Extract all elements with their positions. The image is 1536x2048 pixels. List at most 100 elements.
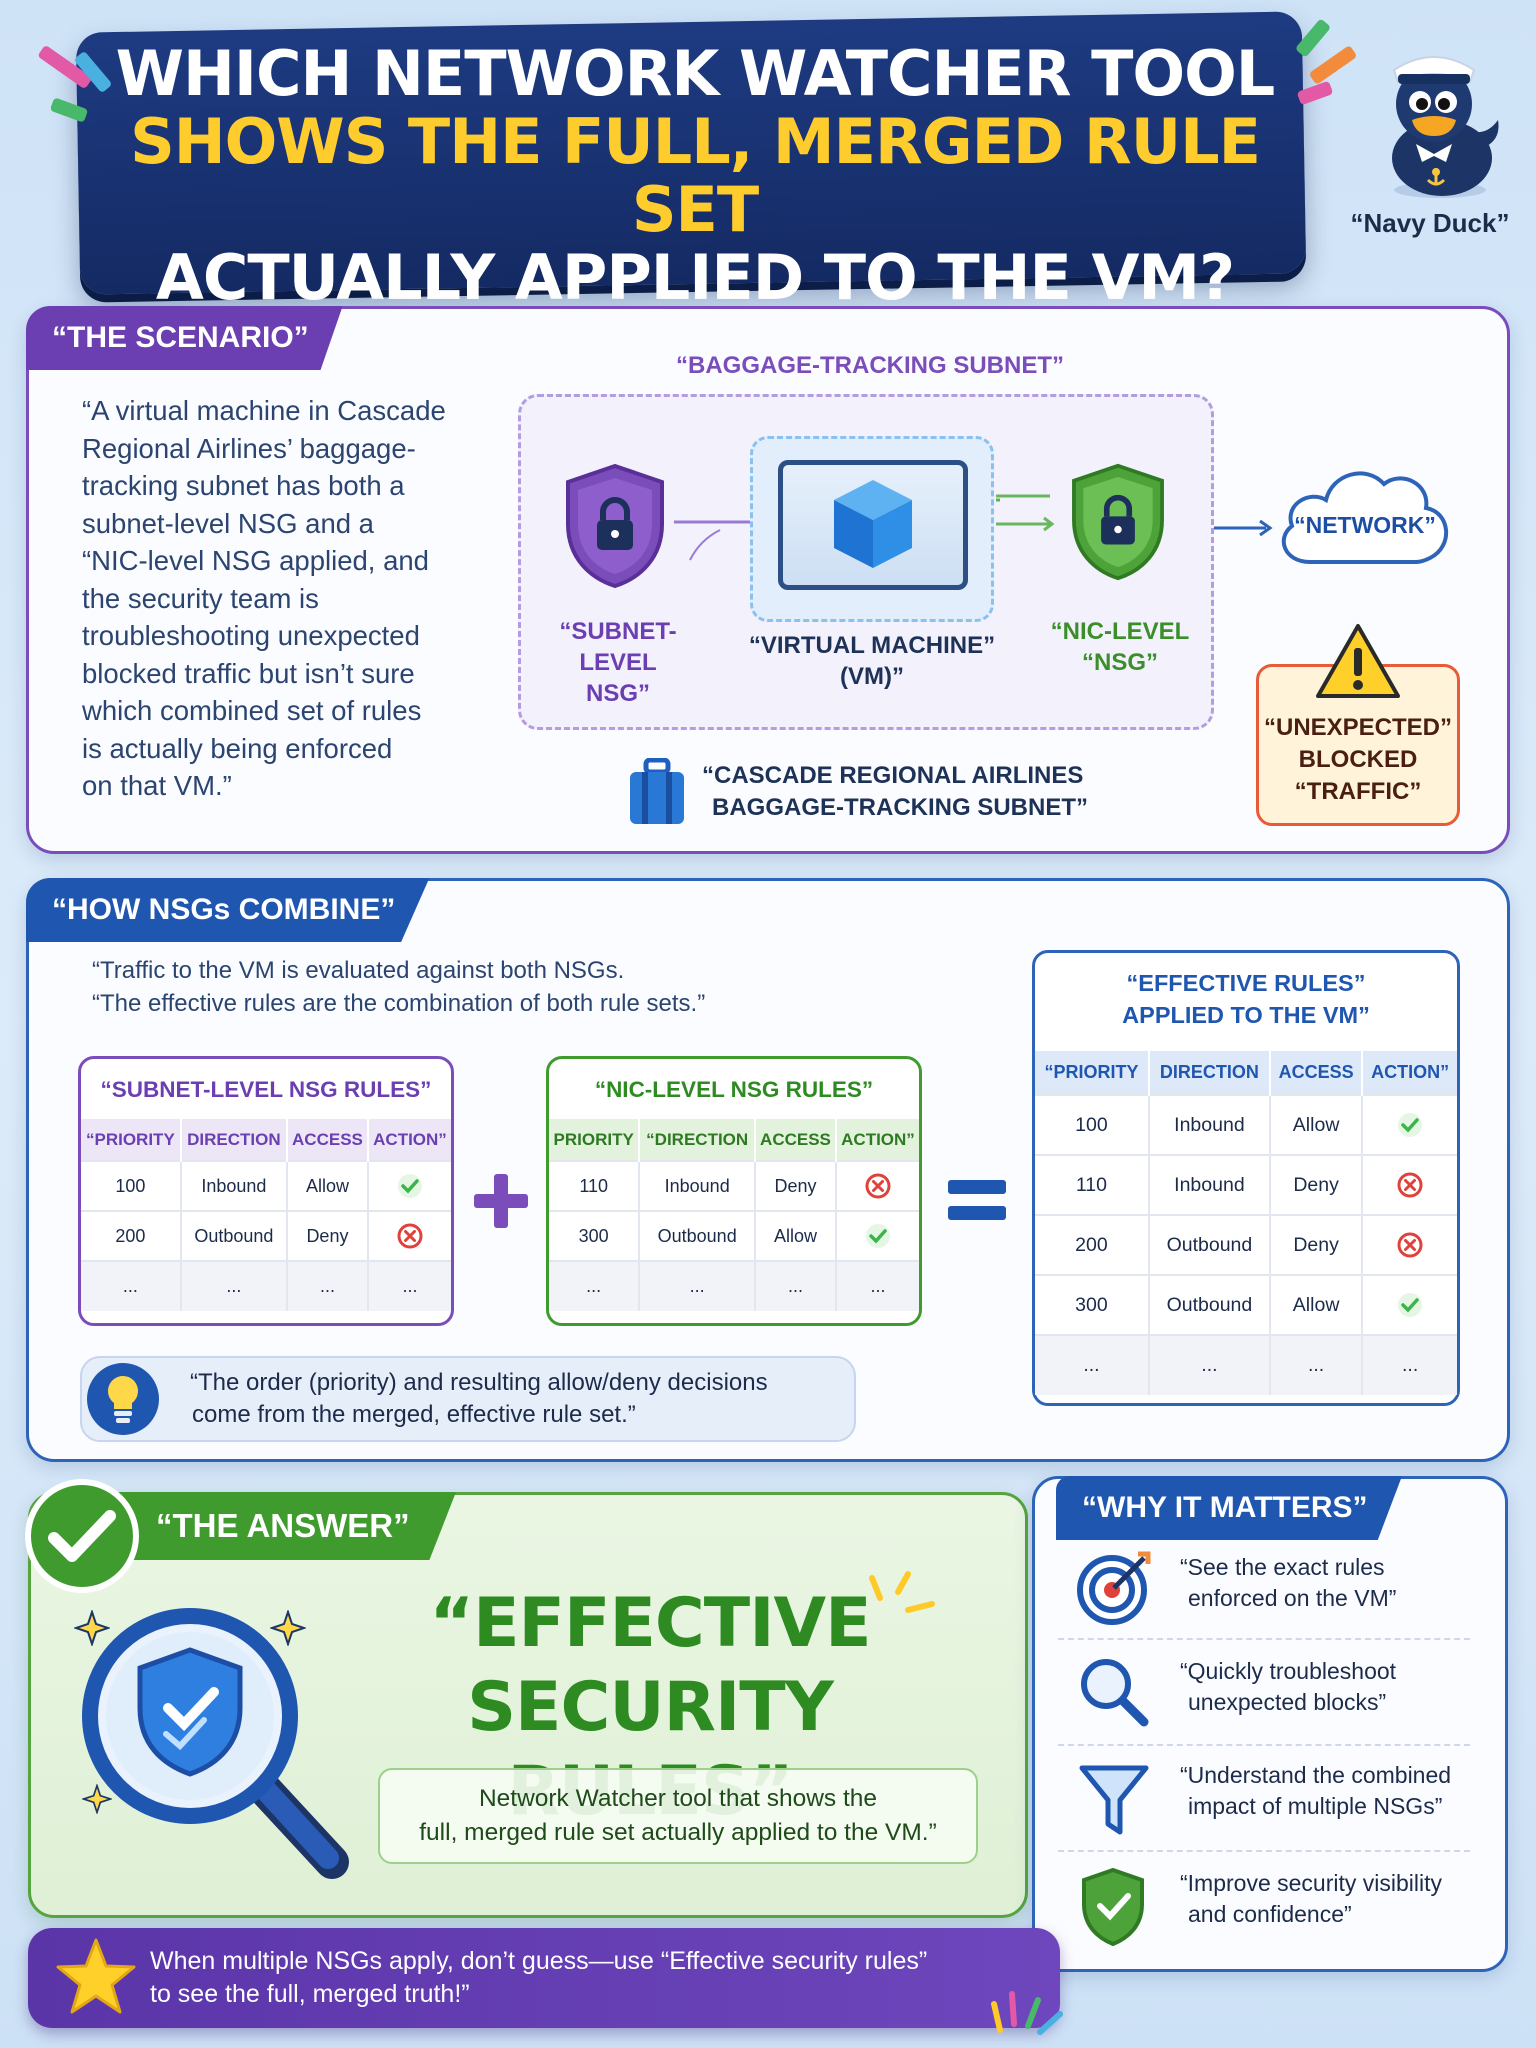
- confetti-icon: [1308, 44, 1358, 86]
- scenario-paragraph: “A virtual machine in Cascade Regional A…: [82, 392, 482, 805]
- star-icon: [56, 1938, 136, 2014]
- footer-text: When multiple NSGs apply, don’t guess—us…: [150, 1945, 1030, 2011]
- magnifier-shield-icon: [82, 1608, 349, 1879]
- access-cell: Deny: [286, 1210, 369, 1261]
- funnel-icon: [1079, 1765, 1149, 1835]
- subnet-nsg-label: “SUBNET-LEVEL NSG”: [528, 616, 708, 709]
- why-line: enforced on the VM”: [1188, 1585, 1397, 1611]
- col-header: ACCESS: [286, 1119, 369, 1161]
- label-line: BAGGAGE-TRACKING SUBNET”: [712, 794, 1088, 821]
- intro-line: “The effective rules are the combination…: [92, 990, 706, 1017]
- sparkle-icon: [74, 1610, 110, 1646]
- priority-cell: 300: [549, 1210, 641, 1261]
- label-line: BLOCKED: [1298, 746, 1418, 773]
- scenario-line: troubleshooting unexpected: [82, 620, 420, 651]
- priority-cell: 200: [81, 1210, 182, 1261]
- footer-line: to see the full, merged truth!”: [150, 1980, 470, 2008]
- arrow-to-network-icon: [1214, 519, 1273, 537]
- ellipsis-cell: ...: [1148, 1334, 1271, 1395]
- subnet-rules-card: “SUBNET-LEVEL NSG RULES” “PRIORITY DIREC…: [78, 1056, 454, 1326]
- scenario-tab: “THE SCENARIO”: [26, 306, 343, 370]
- nic-rules-card: “NIC-LEVEL NSG RULES” PRIORITY “DIRECTIO…: [546, 1056, 922, 1326]
- why-line: “Understand the combined: [1180, 1762, 1452, 1788]
- scenario-line: blocked traffic but isn’t sure: [82, 657, 415, 689]
- warning-label: “UNEXPECTED” BLOCKED “TRAFFIC”: [1256, 712, 1460, 808]
- direction-cell: Outbound: [639, 1210, 756, 1261]
- col-header: ACTION”: [373, 1129, 447, 1149]
- warning-icon: [1316, 624, 1400, 698]
- ellipsis-cell: ...: [1035, 1334, 1150, 1395]
- sparkle-icon: [82, 1784, 112, 1814]
- sparkle-icon: [270, 1610, 306, 1646]
- col-header: “DIRECTION: [639, 1119, 756, 1161]
- action-cell: [367, 1210, 451, 1261]
- access-cell: Allow: [754, 1210, 837, 1261]
- action-cell: [835, 1210, 919, 1261]
- label-line: (VM)”: [840, 663, 904, 690]
- desc-line: Network Watcher tool that shows the: [478, 1785, 878, 1812]
- direction-cell: Inbound: [639, 1160, 756, 1211]
- priority-cell: 100: [1035, 1094, 1150, 1155]
- ellipsis-cell: ...: [81, 1260, 182, 1311]
- combine-intro: “Traffic to the VM is evaluated against …: [92, 954, 852, 1020]
- intro-line: “Traffic to the VM is evaluated against …: [92, 957, 625, 984]
- priority-cell: 110: [1035, 1154, 1150, 1215]
- why-line: “Quickly troubleshoot: [1180, 1658, 1397, 1684]
- why-line: impact of multiple NSGs”: [1188, 1793, 1443, 1819]
- col-header: ACTION”: [841, 1129, 915, 1149]
- label-line: “NIC-LEVEL: [1050, 618, 1190, 645]
- access-cell: Deny: [1269, 1154, 1364, 1215]
- subnet-rules-table: “PRIORITY DIRECTION ACCESS ACTION” 100 I…: [81, 1119, 451, 1311]
- label-line: “TRAFFIC”: [1294, 778, 1422, 805]
- priority-cell: 100: [81, 1160, 182, 1211]
- combine-tab: “HOW NSGs COMBINE”: [26, 878, 430, 942]
- luggage-icon: [630, 758, 684, 824]
- table-row: 100 Inbound Allow: [81, 1160, 451, 1211]
- airline-label: “CASCADE REGIONAL AIRLINES BAGGAGE-TRACK…: [702, 760, 1102, 824]
- why-line: unexpected blocks”: [1188, 1689, 1387, 1715]
- subnet-nsg-shield-icon: [566, 463, 664, 589]
- tip-text: “The order (priority) and resulting allo…: [190, 1367, 850, 1431]
- answer-description-box: [378, 1768, 978, 1864]
- deny-x-icon: [1397, 1232, 1423, 1258]
- action-cell: [1362, 1214, 1457, 1275]
- nic-nsg-shield-icon: [1072, 463, 1164, 581]
- col-header: DIRECTION: [180, 1119, 288, 1161]
- vm-label: “VIRTUAL MACHINE” (VM)”: [740, 630, 1004, 692]
- why-item-2: “Quickly troubleshoot unexpected blocks”: [1180, 1656, 1480, 1718]
- why-line: “Improve security visibility: [1180, 1870, 1442, 1896]
- col-header: ACTION”: [1371, 1062, 1450, 1082]
- allow-check-icon: [1397, 1112, 1423, 1138]
- direction-cell: Inbound: [1148, 1154, 1271, 1215]
- ellipsis-cell: ...: [835, 1260, 919, 1311]
- answer-description: Network Watcher tool that shows the full…: [378, 1782, 978, 1850]
- ellipsis-cell: ...: [754, 1260, 837, 1311]
- effective-rules-table: “PRIORITY DIRECTION ACCESS ACTION” 100 I…: [1035, 1051, 1457, 1395]
- priority-cell: 200: [1035, 1214, 1150, 1275]
- allow-check-icon: [865, 1223, 891, 1249]
- shield-check-icon: [1082, 1867, 1144, 1946]
- footer-banner: [28, 1928, 1060, 2028]
- answer-title-line: “EFFECTIVE: [429, 1584, 871, 1663]
- divider: [1058, 1744, 1470, 1746]
- scenario-line: on that VM.”: [82, 770, 232, 801]
- col-header: DIRECTION: [1148, 1051, 1271, 1095]
- direction-cell: Outbound: [180, 1210, 288, 1261]
- title-line: APPLIED TO THE VM”: [1122, 1002, 1370, 1028]
- nic-nsg-label: “NIC-LEVEL “NSG”: [1030, 616, 1210, 678]
- scenario-line: subnet-level NSG and a: [82, 507, 374, 539]
- col-header: “PRIORITY: [81, 1119, 182, 1161]
- allow-check-icon: [1397, 1292, 1423, 1318]
- connector-lines-right: [996, 494, 1055, 532]
- divider: [1058, 1850, 1470, 1852]
- nic-rules-table: PRIORITY “DIRECTION ACCESS ACTION” 110 I…: [549, 1119, 919, 1311]
- table-row: 300 Outbound Allow: [1035, 1274, 1457, 1335]
- direction-cell: Outbound: [1148, 1274, 1271, 1335]
- label-line: “NSG”: [1081, 649, 1158, 676]
- tip-box: [80, 1356, 856, 1442]
- nic-rules-title: “NIC-LEVEL NSG RULES”: [594, 1077, 874, 1102]
- label-line: “CASCADE REGIONAL AIRLINES: [702, 762, 1084, 789]
- answer-check-icon: [25, 1479, 139, 1593]
- sparkle-rays-icon: [869, 1571, 935, 1613]
- label-line: “UNEXPECTED”: [1263, 714, 1453, 741]
